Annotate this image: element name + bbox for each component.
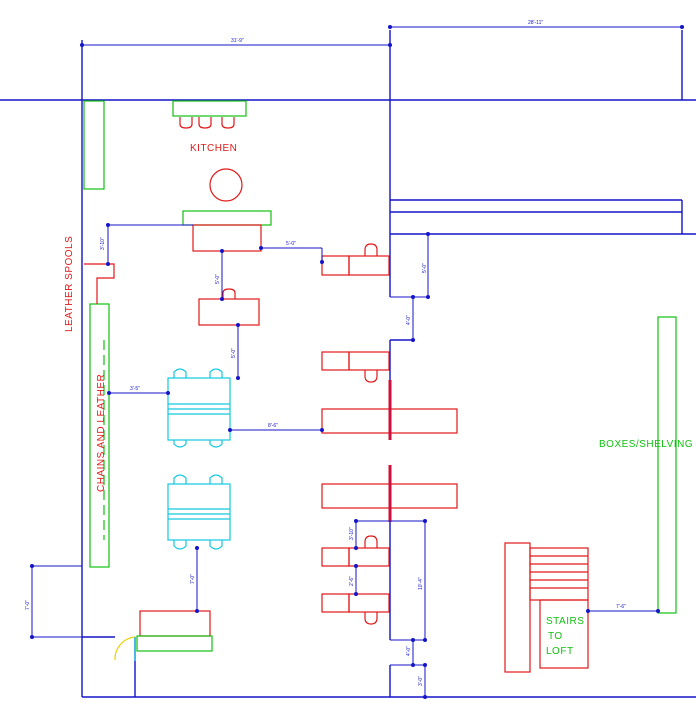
stairs-label-2: TO (548, 631, 563, 642)
center-workstations (321, 243, 458, 625)
dim-d10: 2'-6" (349, 576, 355, 586)
dim-d12: 7'-0" (25, 600, 31, 610)
leather-spools-rack (84, 263, 115, 304)
leather-spools-label: LEATHER SPOOLS (64, 236, 75, 332)
interior-dimensions: 3'-10" 5'-0" 5'-0" 5'-0" 5'-0" 4'-0" 3'-… (25, 223, 660, 699)
dim-d4: 5'-0" (231, 348, 237, 358)
dim-d2: 5'-0" (286, 241, 296, 247)
chair (364, 370, 378, 383)
dim-d16: 7'-6" (616, 604, 626, 610)
walls (0, 30, 696, 698)
stairs-label-3: LOFT (546, 646, 574, 657)
chair (364, 612, 378, 625)
dim-d1: 3'-10" (100, 237, 106, 250)
dim-d11: 10'-4" (418, 577, 424, 590)
boxes-shelving-label: BOXES/SHELVING (599, 439, 693, 450)
overall-dimensions: 31'-9" 28'-11" (80, 20, 684, 47)
side-table (321, 593, 350, 613)
dim-d15: 3'-0" (418, 676, 424, 686)
shelf (136, 635, 213, 652)
workbench (139, 610, 211, 637)
right-room: BOXES/SHELVING STAIRS TO LOFT (504, 316, 693, 673)
kitchen-label: KITCHEN (190, 143, 237, 154)
dim-d14: 4'-0" (406, 646, 412, 656)
kitchen-stool (221, 117, 235, 129)
dim-d3: 5'-0" (215, 274, 221, 284)
dim-d5: 4'-0" (406, 315, 412, 325)
dim-top-left: 31'-9" (231, 38, 244, 44)
workbench-shelf (182, 210, 272, 226)
kitchen-area: KITCHEN (172, 100, 247, 202)
stairs-label-1: STAIRS (546, 616, 584, 627)
workbench (348, 547, 390, 567)
side-table (321, 255, 350, 276)
boxes-shelving (657, 316, 677, 614)
stairs-base (539, 599, 589, 669)
chair (364, 243, 378, 256)
dim-d8: 8'-6" (268, 423, 278, 429)
round-table (209, 168, 243, 202)
table (167, 483, 231, 541)
workbench (192, 224, 262, 252)
entry-area (114, 610, 213, 661)
workbench (348, 593, 390, 613)
chair (364, 535, 378, 548)
workbench (198, 298, 260, 326)
door-swing (114, 636, 136, 661)
chains-leather-label: CHAINS AND LEATHER (96, 374, 107, 492)
shelf-top-left (83, 100, 105, 190)
side-table (321, 547, 350, 567)
kitchen-counter (172, 100, 247, 117)
dim-d9: 3'-10" (349, 527, 355, 540)
kitchen-stool (179, 117, 193, 129)
dim-d7: 5'-0" (422, 263, 428, 273)
dim-top-right: 28'-11" (528, 20, 543, 26)
side-table (321, 351, 350, 371)
shelf-chains-leather (89, 303, 110, 568)
dim-d13: 7'-0" (190, 574, 196, 584)
workbench (348, 351, 390, 371)
kitchen-stool (198, 117, 212, 129)
left-shelving: LEATHER SPOOLS CHAINS AND LEATHER (64, 100, 115, 568)
dim-d6: 3'-5" (130, 386, 140, 392)
tables (167, 368, 231, 550)
stairs-landing (504, 542, 531, 673)
workbench (348, 255, 390, 276)
workstation-top (182, 210, 272, 326)
chair (222, 288, 236, 299)
